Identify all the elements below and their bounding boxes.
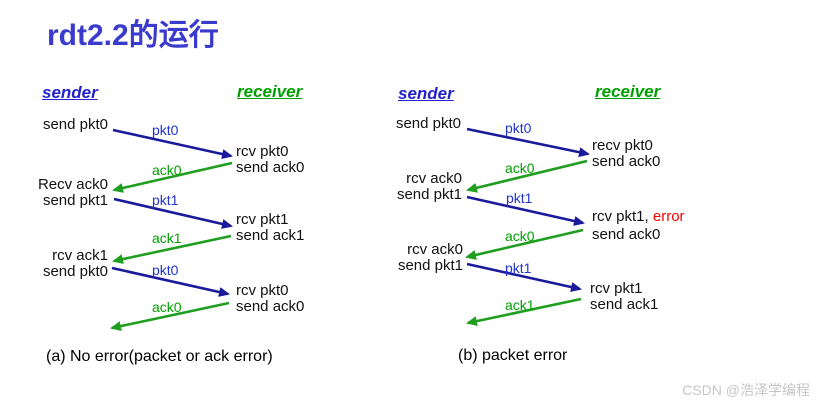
b-send-ack0-2: send ack0 xyxy=(592,226,661,243)
b-rcv-ack0-1: rcv ack0 xyxy=(406,170,462,187)
b-recv-pkt0: recv pkt0 xyxy=(592,137,653,154)
a-sender-event-1: send pkt0 xyxy=(43,117,108,133)
a-send-pkt0-1: send pkt0 xyxy=(42,116,108,133)
b-receiver-event-3: rcv pkt1 send ack1 xyxy=(590,281,658,313)
arrow-a-ack0-1 xyxy=(112,161,233,193)
a-rcv-ack1: rcv ack1 xyxy=(52,247,108,264)
a-send-ack0-1: send ack0 xyxy=(236,159,305,176)
arrow-b-pkt1-2 xyxy=(466,262,582,292)
b-rcv-pkt1: rcv pkt1 xyxy=(590,280,643,297)
a-arrow-label-pkt0-1: pkt0 xyxy=(152,122,179,138)
arrow-a-pkt0-2 xyxy=(111,266,230,297)
a-arrow-label-ack1: ack1 xyxy=(152,230,182,246)
a-arrow-label-ack0-1: ack0 xyxy=(152,162,182,178)
a-arrow-label-pkt0-2: pkt0 xyxy=(152,262,179,278)
arrow-a-pkt1 xyxy=(113,197,233,229)
a-receiver-event-2: rcv pkt1 send ack1 xyxy=(236,212,304,244)
b-rcv-ack0-2: rcv ack0 xyxy=(407,241,463,258)
b-sender-event-2: rcv ack0 send pkt1 xyxy=(397,171,462,203)
diagram-b-receiver-heading: receiver xyxy=(595,82,661,101)
b-arrow-label-pkt1-1: pkt1 xyxy=(506,190,533,206)
a-sender-event-2: Recv ack0 send pkt1 xyxy=(38,177,108,209)
arrow-a-ack0-2 xyxy=(110,301,230,332)
b-arrow-label-ack1: ack1 xyxy=(505,297,535,313)
diagram-b-sender-heading: sender xyxy=(398,84,454,103)
b-sender-event-1: send pkt0 xyxy=(396,116,461,132)
b-send-ack0-1: send ack0 xyxy=(592,153,661,170)
a-rcv-pkt1: rcv pkt1 xyxy=(236,211,289,228)
arrow-b-ack1 xyxy=(466,297,582,327)
a-send-ack1: send ack1 xyxy=(236,227,305,244)
b-arrow-label-pkt1-2: pkt1 xyxy=(505,260,532,276)
b-arrow-label-pkt0: pkt0 xyxy=(505,120,532,136)
a-receiver-event-1: rcv pkt0 send ack0 xyxy=(236,144,304,176)
b-receiver-event-1: recv pkt0 send ack0 xyxy=(592,138,660,170)
b-rcv-pkt1-error-line: rcv pkt1, error xyxy=(592,208,685,226)
a-send-pkt1: send pkt1 xyxy=(42,192,108,209)
a-receiver-event-3: rcv pkt0 send ack0 xyxy=(236,283,304,315)
a-send-ack0-2: send ack0 xyxy=(236,298,305,315)
arrow-a-ack1 xyxy=(112,234,232,265)
a-arrow-label-pkt1: pkt1 xyxy=(152,192,179,208)
b-receiver-event-2: rcv pkt1, error send ack0 xyxy=(592,208,685,244)
b-send-ack1: send ack1 xyxy=(590,296,659,313)
diagram-a-receiver-heading: receiver xyxy=(237,82,303,101)
arrow-b-ack0-2 xyxy=(465,228,584,260)
b-arrow-label-ack0-1: ack0 xyxy=(505,160,535,176)
b-send-pkt0: send pkt0 xyxy=(395,115,461,132)
a-rcv-pkt0-1: rcv pkt0 xyxy=(236,143,289,160)
csdn-watermark: CSDN @浩泽学编程 xyxy=(682,382,810,398)
b-send-pkt1-2: send pkt1 xyxy=(397,257,463,274)
a-recv-ack0: Recv ack0 xyxy=(37,176,108,193)
b-rcv-pkt1-prefix: rcv pkt1, xyxy=(592,208,653,225)
b-send-pkt1-1: send pkt1 xyxy=(396,186,462,203)
diagram-a-sender-heading: sender xyxy=(42,83,98,102)
b-arrow-label-ack0-2: ack0 xyxy=(505,228,535,244)
a-send-pkt0-2: send pkt0 xyxy=(42,263,108,280)
diagram-b-caption: (b) packet error xyxy=(458,347,568,364)
b-sender-event-3: rcv ack0 send pkt1 xyxy=(398,242,463,274)
arrow-b-ack0-1 xyxy=(466,159,588,193)
page-title: rdt2.2的运行 xyxy=(47,19,219,52)
arrow-b-pkt0 xyxy=(466,127,590,158)
arrow-a-pkt0-1 xyxy=(112,128,233,159)
diagram-a-caption: (a) No error(packet or ack error) xyxy=(46,348,273,365)
a-arrow-label-ack0-2: ack0 xyxy=(152,299,182,315)
b-error-text: error xyxy=(652,208,685,225)
a-sender-event-3: rcv ack1 send pkt0 xyxy=(43,248,108,280)
arrow-b-pkt1-1 xyxy=(466,195,585,226)
a-rcv-pkt0-2: rcv pkt0 xyxy=(236,282,289,299)
